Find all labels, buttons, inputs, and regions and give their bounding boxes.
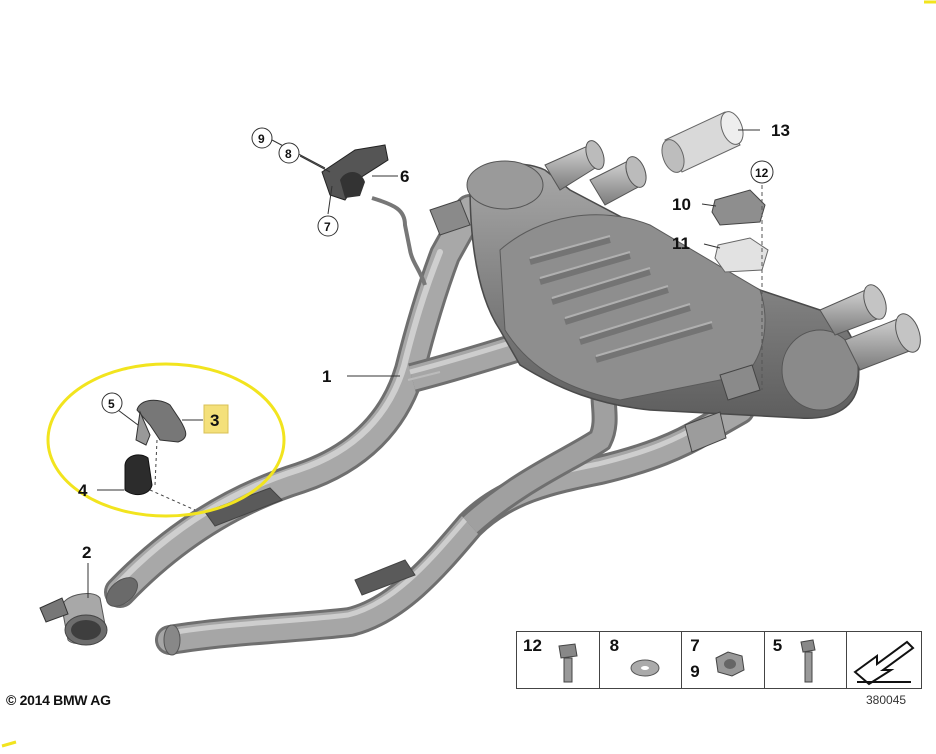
highlight-ellipse xyxy=(46,362,286,518)
small-parts-legend: 12 8 7 9 5 xyxy=(516,631,922,689)
callout-5-circle: 5 xyxy=(101,392,123,414)
callout-1: 1 xyxy=(322,367,331,386)
exhaust-pipe-left xyxy=(104,194,486,608)
direction-arrow-icon xyxy=(853,640,915,686)
callout-10: 10 xyxy=(672,195,691,214)
callout-9-circle: 9 xyxy=(251,127,273,149)
callout-7: 7 xyxy=(324,220,331,234)
legend-cell-arrow xyxy=(847,632,921,688)
callout-5: 5 xyxy=(108,397,115,411)
legend-label-7: 7 xyxy=(690,636,700,655)
heat-shield xyxy=(354,559,416,596)
nut-icon xyxy=(715,651,745,677)
flap-unit-10 xyxy=(711,189,766,226)
flap-actuator xyxy=(429,199,471,236)
rear-muffler xyxy=(466,160,860,419)
legend-label-12: 12 xyxy=(523,636,542,655)
cover-11 xyxy=(714,237,769,273)
callout-12-circle: 12 xyxy=(750,160,774,184)
legend-label-8: 8 xyxy=(609,636,620,655)
callout-6: 6 xyxy=(400,167,409,186)
hanger-bracket-6 xyxy=(321,144,427,286)
leader-lines xyxy=(87,129,760,598)
washer-icon xyxy=(630,659,660,677)
callout-3: 3 xyxy=(210,411,219,430)
pipe-clamp xyxy=(684,411,727,453)
bolt-icon xyxy=(558,643,578,683)
legend-label-9: 9 xyxy=(690,662,700,681)
callout-4: 4 xyxy=(78,481,88,500)
legend-cell-7-9: 7 9 xyxy=(682,632,765,688)
legend-label-5: 5 xyxy=(772,636,783,655)
exhaust-pipe-right xyxy=(155,380,755,656)
callout-7-circle: 7 xyxy=(317,215,339,237)
flap-actuator xyxy=(719,364,761,401)
callout-8-circle: 8 xyxy=(278,142,300,164)
callout-3-highlight xyxy=(203,404,229,434)
tailpipe-trim-13 xyxy=(661,111,744,173)
callout-13: 13 xyxy=(771,121,790,140)
tailpipe-tips xyxy=(544,140,921,371)
legend-cell-8: 8 xyxy=(600,632,683,688)
legend-cell-12: 12 xyxy=(517,632,600,688)
callout-2: 2 xyxy=(82,543,91,562)
corner-mark xyxy=(1,740,17,748)
copyright-text: © 2014 BMW AG xyxy=(6,692,111,708)
hanger-3-4 xyxy=(124,399,196,511)
callout-8: 8 xyxy=(285,147,292,161)
callout-11: 11 xyxy=(672,234,690,253)
diagram-id: 380045 xyxy=(866,693,907,707)
pipe-clamp-2 xyxy=(39,593,108,646)
callout-9: 9 xyxy=(258,132,265,146)
bolt-icon xyxy=(800,639,816,683)
callout-12: 12 xyxy=(755,166,769,180)
legend-cell-5: 5 xyxy=(765,632,848,688)
